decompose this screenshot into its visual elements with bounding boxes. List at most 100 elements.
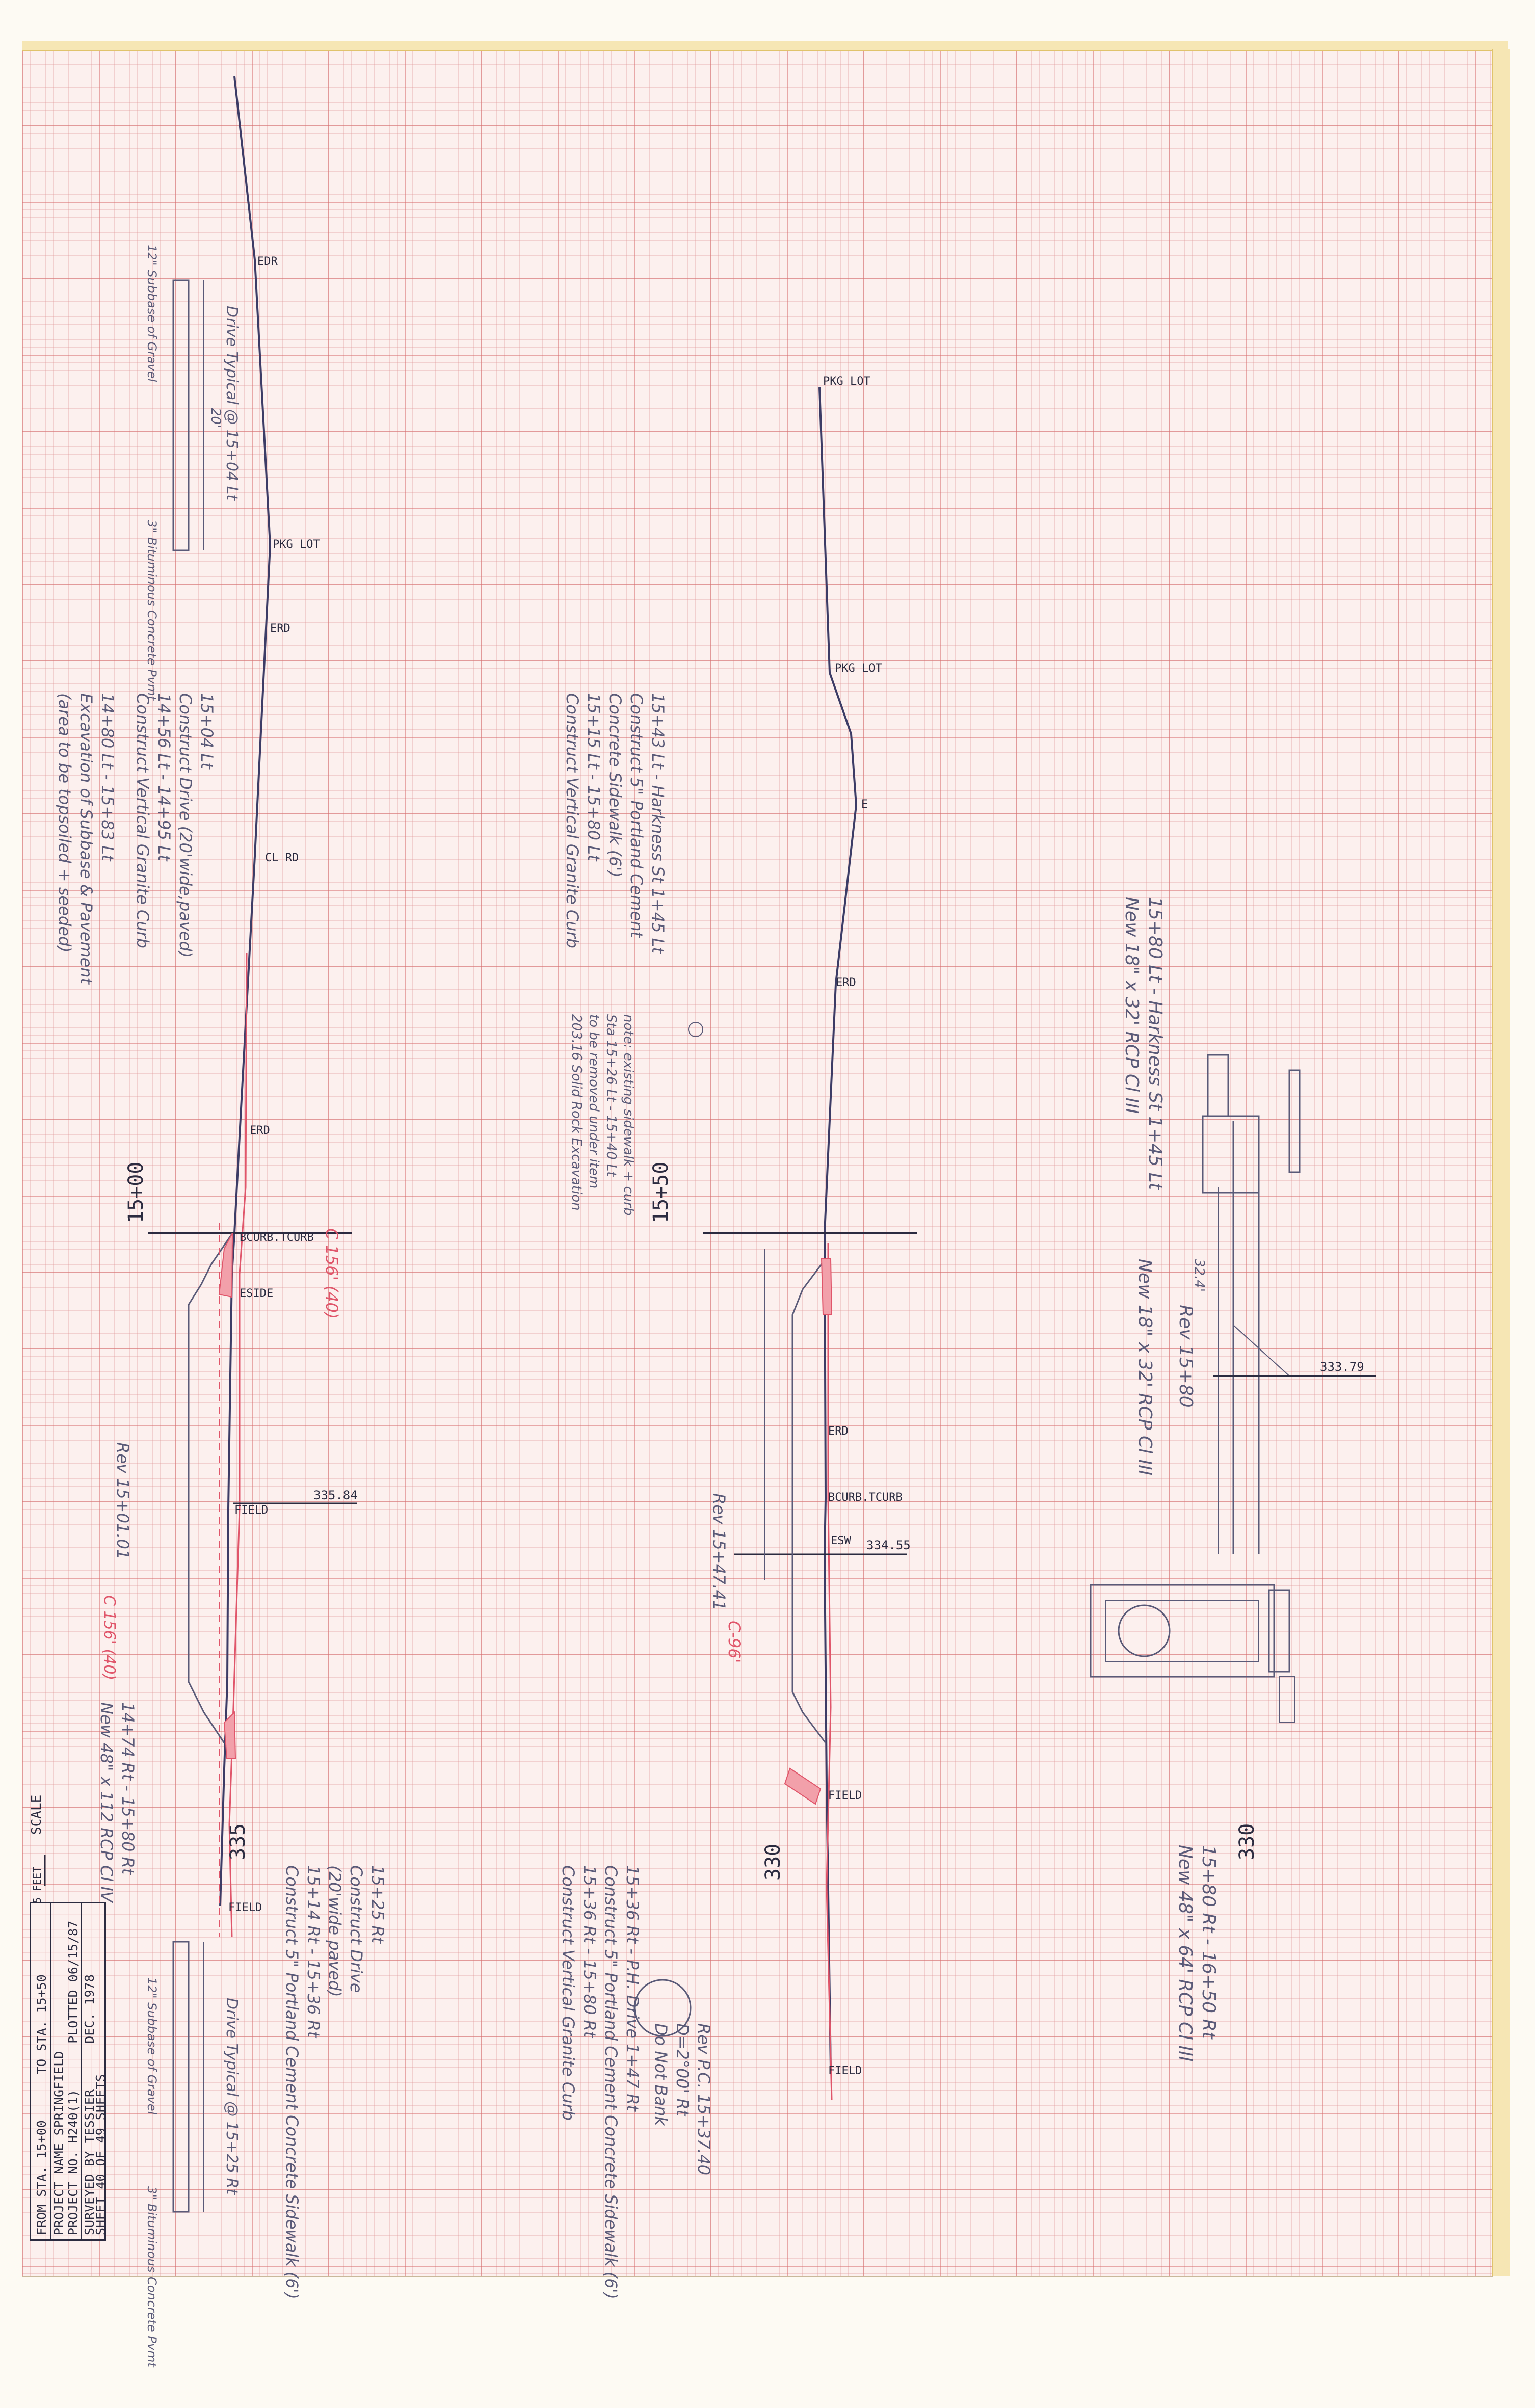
project-name: SPRINGFIELD — [51, 2051, 66, 2136]
sheet-total: 49 — [93, 2128, 108, 2144]
middle-label-field: FIELD — [828, 1789, 862, 1802]
left-label-erd-2: ERD — [250, 1124, 270, 1137]
title-row-project: PROJECT NAME SPRINGFIELD — [51, 2051, 66, 2235]
right-dim-note: 32.4' — [1192, 1259, 1207, 1292]
left-label-erd: ERD — [270, 622, 290, 635]
right-elevation-value: 333.79 — [1320, 1360, 1364, 1374]
left-note-block-1: 15+04 Lt Construct Drive (20'wide,paved)… — [133, 693, 217, 958]
svg-text:Construct Drive (20'wide,paved: Construct Drive (20'wide,paved) — [176, 693, 195, 958]
left-drive-typical-bottom — [172, 1941, 190, 2213]
middle-label-e: E — [861, 798, 868, 811]
svg-text:New 48" x 112 RCP Cl IV: New 48" x 112 RCP Cl IV — [97, 1702, 116, 1903]
svg-text:(area to be topsoiled + seeded: (area to be topsoiled + seeded) — [55, 693, 74, 953]
sheet-number: 40 — [93, 2174, 108, 2189]
middle-curb-red — [821, 1258, 833, 1315]
svg-text:SCALE: SCALE — [29, 1795, 44, 1835]
from-station: 15+00 — [34, 2120, 49, 2159]
title-row-sheet: SHEET 40 OF 49 SHEETS — [93, 2074, 108, 2235]
left-note-block-2: 14+80 Lt - 15+83 Lt Excavation of Subbas… — [55, 693, 117, 985]
middle-label-pkg-lot: PKG LOT — [823, 375, 870, 388]
left-gravel-note: 12" Subbase of Gravel — [145, 245, 159, 382]
survey-date: DEC. 1978 — [82, 1974, 97, 2044]
left-red-note: C 156' (40) — [322, 1228, 341, 1319]
left-note-block-3: 15+25 Rt Construct Drive (20'wide paved)… — [282, 1865, 387, 2299]
left-gravel-bottom-note: 12" Subbase of Gravel — [145, 1977, 159, 2115]
middle-label-esw: ESW — [831, 1534, 851, 1547]
left-label-cl-rd: CL RD — [265, 852, 299, 864]
middle-profile-line — [818, 387, 858, 2070]
svg-text:14+74 Rt - 15+80 Rt: 14+74 Rt - 15+80 Rt — [118, 1702, 138, 1875]
svg-text:203.16 Solid Rock Excavation: 203.16 Solid Rock Excavation — [569, 1014, 584, 1211]
svg-text:Sta 15+26 Lt - 15+40 Lt: Sta 15+26 Lt - 15+40 Lt — [603, 1014, 619, 1177]
svg-text:15+80 Rt - 16+50 Rt: 15+80 Rt - 16+50 Rt — [1198, 1845, 1219, 2040]
left-red-note-2: C 156' (40) — [100, 1595, 118, 1680]
svg-text:Concrete Sidewalk (6'): Concrete Sidewalk (6') — [605, 693, 625, 878]
right-pipe-detail — [1090, 1054, 1376, 1723]
right-rev-note: Rev 15+80 — [1175, 1305, 1196, 1408]
left-bit-note: 3" Bituminous Concrete Pvmt — [145, 520, 159, 701]
svg-text:Excavation of Subbase & Paveme: Excavation of Subbase & Pavement — [76, 693, 96, 985]
right-note-block-1: 15+80 Lt - Harkness St 1+45 Lt New 18" x… — [1121, 897, 1166, 1191]
svg-text:(20'wide paved): (20'wide paved) — [325, 1865, 345, 1997]
middle-label-bcurb: BCURB.TCURB — [828, 1491, 903, 1504]
svg-text:15+36 Rt - 15+80 Rt: 15+36 Rt - 15+80 Rt — [580, 1865, 599, 2039]
svg-text:15+25 Rt: 15+25 Rt — [368, 1865, 387, 1944]
title-row-stations: FROM STA. 15+00 TO STA. 15+50 — [34, 1974, 49, 2235]
left-label-eside: ESIDE — [240, 1287, 273, 1300]
middle-curve-note: Rev P.C. 15+37.40 D=2°00' Rt Do Not Bank — [651, 2023, 713, 2175]
svg-text:15+43 Lt - Harkness St 1+45 Lt: 15+43 Lt - Harkness St 1+45 Lt — [648, 693, 668, 954]
middle-profile-red-line — [826, 1243, 833, 2100]
left-bottom-station: 335 — [226, 1823, 250, 1860]
svg-text:15+15 Lt - 15+80 Lt: 15+15 Lt - 15+80 Lt — [584, 693, 603, 862]
svg-text:5 FEET: 5 FEET — [31, 1867, 43, 1903]
project-no: H240(1) — [66, 2089, 81, 2144]
left-drive-typical-top — [172, 279, 190, 551]
plotted-date: 06/15/87 — [66, 1920, 81, 1982]
to-station: 15+50 — [34, 1974, 49, 2013]
left-bit-bottom-note: 3" Bituminous Concrete Pvmt — [145, 2186, 159, 2368]
tape-strip-right — [1492, 49, 1510, 2276]
svg-text:Construct 5" Portland Cement: Construct 5" Portland Cement — [627, 693, 646, 938]
middle-marker-circle — [688, 1022, 703, 1037]
middle-label-erd-2: ERD — [828, 1425, 849, 1438]
svg-text:note: existing sidewalk + curb: note: existing sidewalk + curb — [621, 1014, 636, 1215]
svg-text:New 18" x 32' RCP Cl III: New 18" x 32' RCP Cl III — [1121, 897, 1142, 1114]
left-elevation-value: 335.84 — [313, 1488, 358, 1502]
left-curb-red-bottom — [223, 1711, 236, 1759]
right-bottom-station: 330 — [1235, 1823, 1259, 1860]
middle-note-block-2: 15+36 Rt - P.H. Drive 1+47 Rt Construct … — [559, 1865, 642, 2299]
left-station-label: 15+00 — [124, 1162, 148, 1223]
svg-text:New 48" x 64' RCP Cl III: New 48" x 64' RCP Cl III — [1175, 1845, 1196, 2061]
left-drive-dim-note: 20' — [208, 408, 223, 428]
scale-bar: SCALE 5 FEET — [29, 1795, 46, 1903]
middle-curve-circle — [633, 1979, 692, 2037]
svg-text:14+80 Lt - 15+83 Lt: 14+80 Lt - 15+83 Lt — [98, 693, 117, 862]
left-curb-red — [218, 1233, 233, 1298]
svg-text:Rev P.C. 15+37.40: Rev P.C. 15+37.40 — [694, 2023, 713, 2175]
svg-text:Construct Drive: Construct Drive — [347, 1865, 366, 1993]
middle-note-small: note: existing sidewalk + curb Sta 15+26… — [569, 1014, 636, 1215]
left-drive-section-upper — [188, 1233, 233, 1743]
title-row-project-no: PROJECT NO. H240(1) PLOTTED 06/15/87 — [66, 1920, 81, 2235]
middle-curb-red-bottom — [784, 1767, 822, 1805]
middle-label-erd: ERD — [836, 976, 856, 989]
svg-text:15+36 Rt - P.H. Drive 1+47 Rt: 15+36 Rt - P.H. Drive 1+47 Rt — [623, 1865, 642, 2112]
left-label-field: FIELD — [234, 1504, 268, 1517]
left-label-bcurb: BCURB.TCURB — [240, 1231, 314, 1244]
svg-text:Construct Vertical Granite Cur: Construct Vertical Granite Curb — [563, 693, 582, 948]
middle-label-pkg-lot-2: PKG LOT — [835, 662, 882, 675]
middle-label-field-2: FIELD — [828, 2065, 862, 2077]
graph-paper-sheet — [22, 49, 1492, 2276]
svg-text:to be removed under item: to be removed under item — [586, 1014, 601, 1188]
left-label-pkg-lot: PKG LOT — [273, 538, 320, 551]
svg-text:15+04 Lt: 15+04 Lt — [197, 693, 217, 770]
svg-text:Construct Vertical Granite Cur: Construct Vertical Granite Curb — [559, 1865, 578, 2121]
svg-text:Do Not Bank: Do Not Bank — [651, 2023, 671, 2126]
svg-text:Construct Vertical Granite Cur: Construct Vertical Granite Curb — [133, 693, 152, 948]
title-block: FROM STA. 15+00 TO STA. 15+50 PROJECT NA… — [30, 1902, 108, 2241]
svg-text:15+80 Lt - Harkness St 1+45 Lt: 15+80 Lt - Harkness St 1+45 Lt — [1145, 897, 1166, 1191]
middle-red-note: C-96' — [725, 1621, 744, 1663]
middle-rev-note: Rev 15+47.41 — [709, 1493, 729, 1610]
left-rev-note: Rev 15+01.01 — [113, 1442, 133, 1559]
